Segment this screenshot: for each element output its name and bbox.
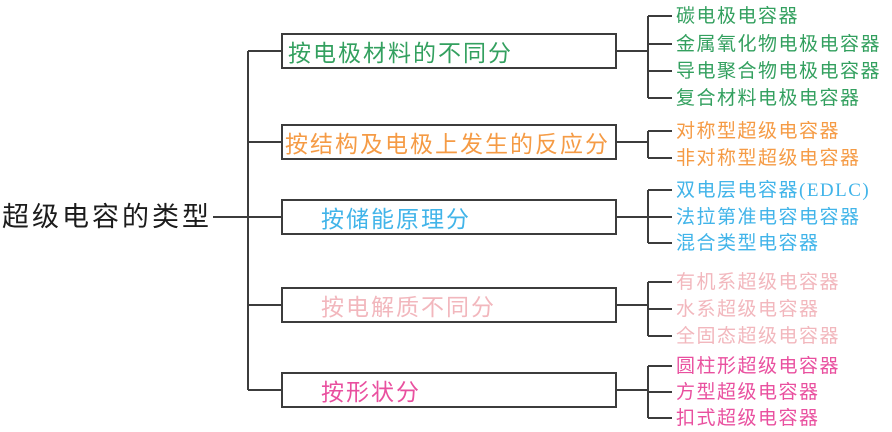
category-box-structure-reaction: 按结构及电极上发生的反应分 — [281, 124, 617, 160]
branch-2-bracket — [617, 130, 672, 159]
leaf-all-solid-state: 全固态超级电容器 — [676, 326, 841, 347]
leaf-prismatic: 方型超级电容器 — [676, 382, 820, 403]
leaf-carbon-electrode: 碳电极电容器 — [676, 6, 800, 27]
diagram-root-title: 超级电容的类型 — [2, 202, 212, 232]
leaf-asymmetric: 非对称型超级电容器 — [676, 148, 861, 169]
branch-5-bracket — [617, 365, 672, 419]
root-connector-line — [213, 50, 281, 391]
leaf-symmetric: 对称型超级电容器 — [676, 121, 841, 142]
connector-group — [213, 15, 672, 419]
leaf-aqueous-electrolyte: 水系超级电容器 — [676, 299, 820, 320]
leaf-conductive-polymer: 导电聚合物电极电容器 — [676, 61, 882, 82]
leaf-organic-electrolyte: 有机系超级电容器 — [676, 272, 841, 293]
leaf-metal-oxide-electrode: 金属氧化物电极电容器 — [676, 34, 882, 55]
leaf-composite-material: 复合材料电极电容器 — [676, 88, 861, 109]
branch-1-bracket — [617, 15, 672, 99]
category-box-electrolyte: 按电解质不同分 — [281, 287, 617, 323]
category-box-electrode-material: 按电极材料的不同分 — [281, 33, 617, 69]
leaf-coin-type: 扣式超级电容器 — [676, 408, 820, 429]
branch-3-bracket — [617, 189, 672, 244]
leaf-pseudocapacitor: 法拉第准电容电容器 — [676, 207, 861, 228]
leaf-hybrid-type: 混合类型电容器 — [676, 233, 820, 254]
category-box-shape: 按形状分 — [281, 372, 617, 408]
leaf-edlc: 双电层电容器(EDLC) — [676, 180, 871, 201]
leaf-cylindrical: 圆柱形超级电容器 — [676, 356, 841, 377]
branch-4-bracket — [617, 281, 672, 337]
category-box-energy-storage-principle: 按储能原理分 — [281, 199, 617, 235]
